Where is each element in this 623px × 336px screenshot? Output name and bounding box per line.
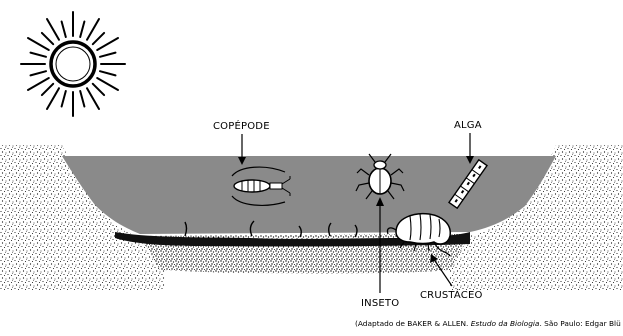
sun-ray xyxy=(93,33,104,44)
sun-ray xyxy=(28,38,49,50)
sun-ray xyxy=(87,88,99,109)
sun-icon xyxy=(21,12,125,116)
label-inseto: INSETO xyxy=(361,298,399,309)
sun-ray xyxy=(42,84,53,95)
sun-ray xyxy=(100,53,116,57)
sun-ray xyxy=(80,22,84,38)
sun-ray xyxy=(97,78,118,90)
sun-ray xyxy=(100,71,116,75)
sun-ray xyxy=(87,19,99,40)
sun-ray xyxy=(62,22,66,38)
sun-ray xyxy=(42,33,53,44)
sun-ray xyxy=(31,71,47,75)
citation-suffix: . São Paulo: Edgar Blü xyxy=(539,319,620,328)
sun-ray xyxy=(28,78,49,90)
citation-title: Estudo da Biologia xyxy=(471,319,540,328)
sun-ray xyxy=(47,88,59,109)
label-crustaceo: CRUSTÁCEO xyxy=(420,288,483,301)
sun-ray xyxy=(31,53,47,57)
citation-prefix: (Adaptado de BAKER & ALLEN. xyxy=(355,319,471,328)
sun-ray xyxy=(97,38,118,50)
label-alga: ALGA xyxy=(454,120,482,131)
sun-ray xyxy=(80,91,84,107)
source-citation: (Adaptado de BAKER & ALLEN. Estudo da Bi… xyxy=(355,319,623,328)
sun-ray xyxy=(62,91,66,107)
sun-ray xyxy=(47,19,59,40)
label-copepode: COPÉPODE xyxy=(213,119,270,132)
sun-ray xyxy=(93,84,104,95)
